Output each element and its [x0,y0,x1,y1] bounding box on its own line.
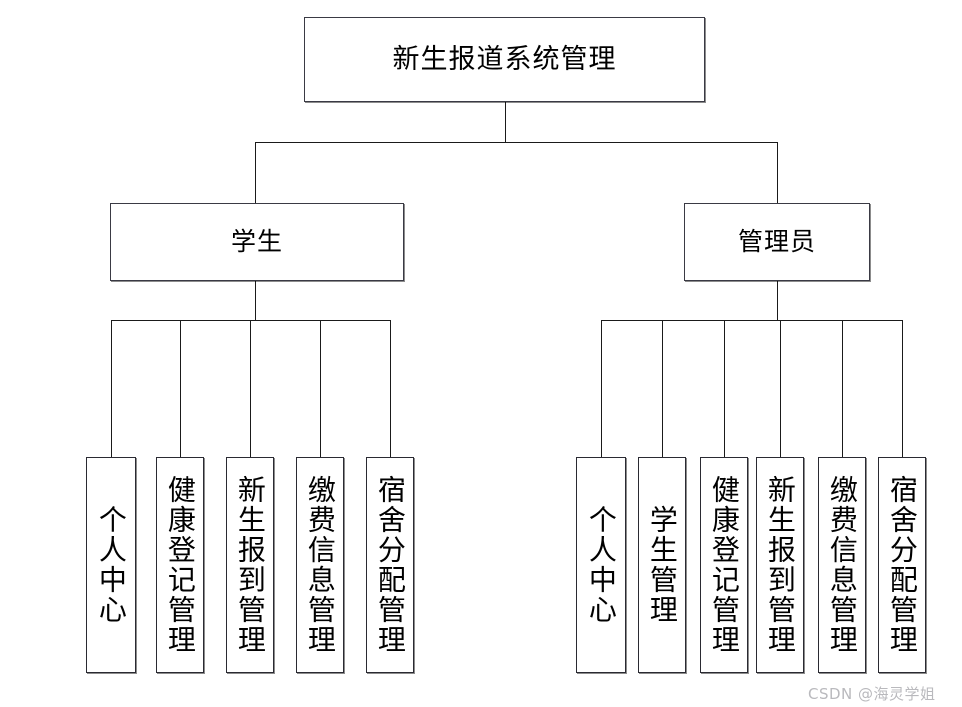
node-admin-dorm-assign-label: 宿舍分配管理 [885,475,919,655]
node-student-payment-info[interactable]: 缴费信息管理 [296,457,344,673]
connector-line-vertical [255,281,256,320]
node-admin-student-manage-label: 学生管理 [645,505,679,625]
node-student-health-register[interactable]: 健康登记管理 [156,457,204,673]
connector-line-vertical [320,320,321,457]
node-admin-arrival-manage-label: 新生报到管理 [763,475,797,655]
connector-line-vertical [780,320,781,457]
connector-line-vertical [724,320,725,457]
node-student-dorm-assign[interactable]: 宿舍分配管理 [366,457,414,673]
node-admin-payment-info[interactable]: 缴费信息管理 [818,457,866,673]
node-student-payment-info-label: 缴费信息管理 [303,475,337,655]
connector-line-horizontal [255,142,777,143]
node-student-personal-center[interactable]: 个人中心 [86,457,136,673]
node-student-arrival-manage[interactable]: 新生报到管理 [226,457,274,673]
node-student[interactable]: 学生 [110,203,404,281]
node-admin-personal-center[interactable]: 个人中心 [576,457,626,673]
node-admin-arrival-manage[interactable]: 新生报到管理 [756,457,804,673]
node-admin-health-register-label: 健康登记管理 [707,475,741,655]
node-student-arrival-manage-label: 新生报到管理 [233,475,267,655]
connector-line-vertical [250,320,251,457]
node-administrator-label: 管理员 [737,227,816,257]
node-student-health-register-label: 健康登记管理 [163,475,197,655]
connector-line-vertical [255,142,256,203]
connector-line-horizontal [601,320,902,321]
connector-line-vertical [777,142,778,203]
connector-line-vertical [601,320,602,457]
connector-line-vertical [842,320,843,457]
connector-line-vertical [390,320,391,457]
node-admin-payment-info-label: 缴费信息管理 [825,475,859,655]
node-root[interactable]: 新生报道系统管理 [304,17,705,102]
connector-line-vertical [180,320,181,457]
node-admin-dorm-assign[interactable]: 宿舍分配管理 [878,457,926,673]
node-administrator[interactable]: 管理员 [684,203,870,281]
node-root-label: 新生报道系统管理 [392,43,617,75]
connector-line-vertical [777,281,778,320]
connector-line-vertical [662,320,663,457]
connector-line-vertical [505,102,506,142]
connector-line-vertical [111,320,112,457]
node-student-dorm-assign-label: 宿舍分配管理 [373,475,407,655]
node-admin-personal-center-label: 个人中心 [584,505,618,625]
watermark: CSDN @海灵学姐 [808,685,936,703]
node-admin-health-register[interactable]: 健康登记管理 [700,457,748,673]
node-student-label: 学生 [230,227,283,257]
node-admin-student-manage[interactable]: 学生管理 [638,457,686,673]
connector-line-vertical [902,320,903,457]
node-student-personal-center-label: 个人中心 [94,505,128,625]
